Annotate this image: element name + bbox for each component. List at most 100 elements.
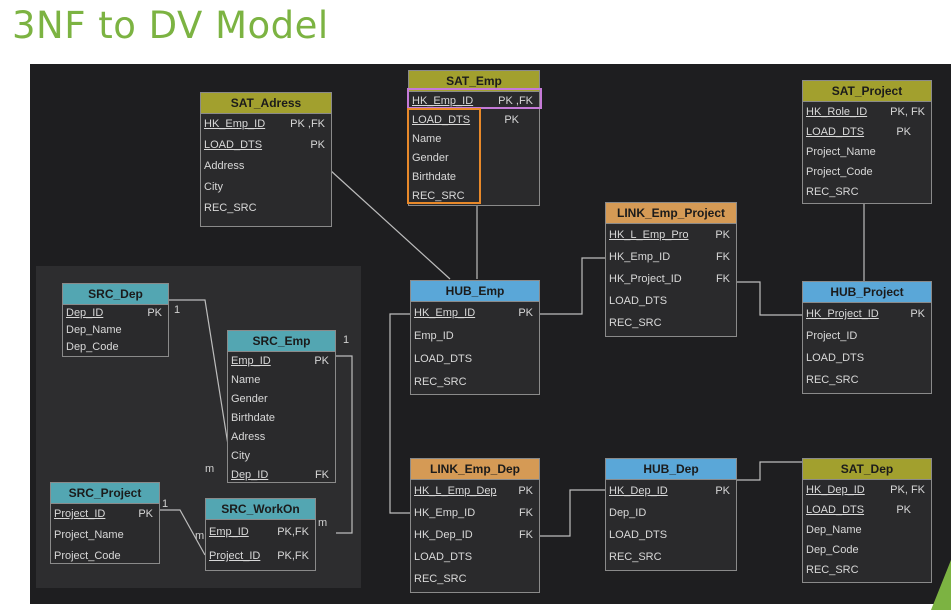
table-row: Adress [231, 431, 266, 443]
table-row: REC_SRC [609, 317, 662, 329]
table-header: SAT_Emp [409, 71, 539, 92]
table-row: Dep_ID [609, 507, 647, 519]
table-header: HUB_Emp [411, 281, 539, 302]
table-row: LOAD_DTS [609, 295, 668, 307]
attributes-highlight [407, 108, 481, 204]
line-hubemp-linkempproject [540, 257, 605, 315]
cardinality-workon-many-right: m [318, 517, 328, 529]
table-header: SRC_Project [51, 483, 159, 504]
table-row: REC_SRC [609, 551, 662, 563]
line-srcproject-srcworkon [160, 509, 206, 556]
cardinality-workon-many-left: m [195, 530, 205, 542]
table-row: City [204, 181, 223, 193]
table-row: Birthdate [412, 171, 457, 183]
slide-corner-decoration [931, 560, 951, 610]
table-header: SAT_Adress [201, 93, 331, 114]
cardinality-srcdep-one: 1 [174, 304, 181, 316]
table-header: SAT_Dep [803, 459, 931, 480]
table-row: Project_Code [806, 166, 873, 178]
table-row: Project_Code [54, 550, 121, 562]
table-row: REC_SRC [414, 573, 467, 585]
table-row: Project_Name [54, 529, 124, 541]
table-row: Gender [412, 152, 449, 164]
table-row: LOAD_DTS [609, 529, 668, 541]
table-row: LOAD_DTS [414, 551, 473, 563]
line-hubdep-satdep [737, 461, 802, 481]
table-row: REC_SRC [806, 564, 859, 576]
table-row: LOAD_DTS [414, 353, 473, 365]
table-row: Emp_ID [414, 330, 454, 342]
cardinality-srcproject-one: 1 [162, 498, 169, 510]
table-row: REC_SRC [204, 202, 257, 214]
table-header: SAT_Project [803, 81, 931, 102]
table-header: LINK_Emp_Project [606, 203, 736, 224]
table-header: SRC_WorkOn [206, 499, 315, 520]
table-row: Dep_Name [66, 324, 122, 336]
table-header: HUB_Dep [606, 459, 736, 480]
pk-highlight [407, 88, 542, 109]
table-row: Name [231, 374, 261, 386]
table-row: REC_SRC [412, 190, 465, 202]
table-row: Birthdate [231, 412, 276, 424]
line-linkempproject-hubproject [737, 281, 802, 316]
page-title: 3NF to DV Model [12, 4, 329, 47]
table-row: City [231, 450, 250, 462]
table-header: HUB_Project [803, 282, 931, 303]
table-row: LOAD_DTS [806, 352, 865, 364]
cardinality-srcemp-many: m [205, 463, 215, 475]
line-srcdep-srcemp [169, 299, 233, 471]
table-header: LINK_Emp_Dep [411, 459, 539, 480]
line-hubemp-linkempdep [389, 313, 410, 514]
table-row: Name [412, 133, 442, 145]
line-satadress-hubemp [329, 169, 451, 280]
table-row: Gender [231, 393, 268, 405]
table-row: REC_SRC [806, 186, 859, 198]
table-row: Address [204, 160, 245, 172]
line-linkempdep-hubdep [540, 489, 605, 537]
table-row: Project_Name [806, 146, 876, 158]
table-row: Dep_Name [806, 524, 862, 536]
table-row: REC_SRC [806, 374, 859, 386]
table-row: Dep_Code [806, 544, 859, 556]
table-header: SRC_Dep [63, 284, 168, 305]
line-srcemp-srcworkon [336, 355, 353, 534]
cardinality-srcemp-one: 1 [343, 334, 350, 346]
table-header: SRC_Emp [228, 331, 335, 352]
